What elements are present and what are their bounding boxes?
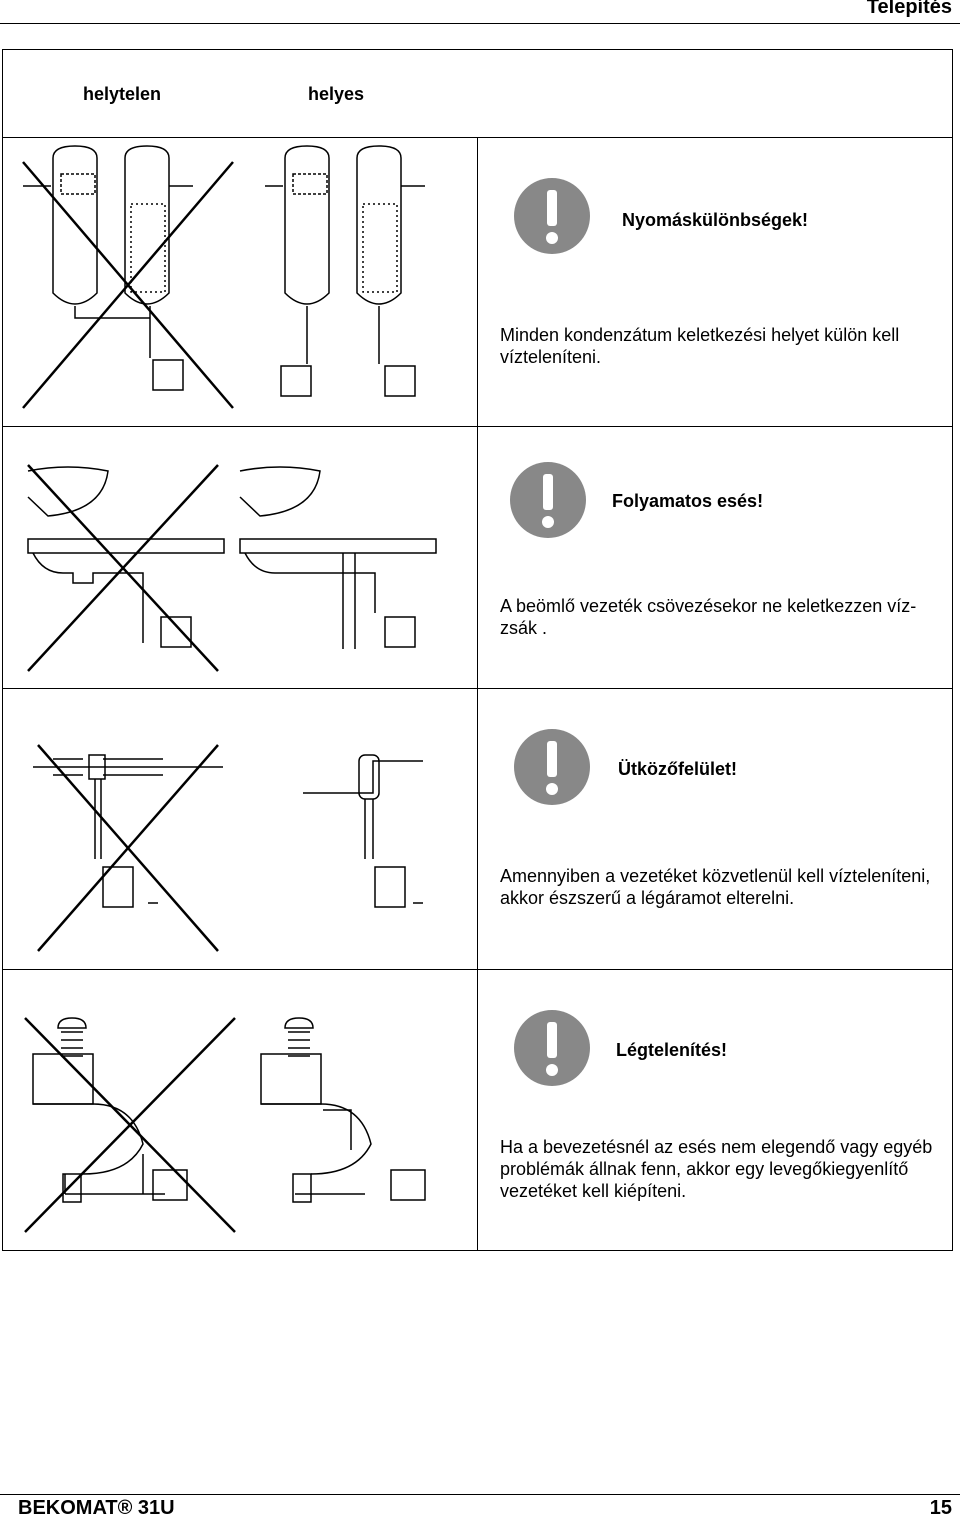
section-text: A beömlő vezeték csövezésekor ne keletke… xyxy=(500,596,917,638)
diagram-venting xyxy=(24,1017,426,1233)
wrong-cross-line xyxy=(37,744,219,952)
diagram-impact-surface xyxy=(33,744,423,952)
exclamation-warning-icon xyxy=(510,462,586,538)
column-label-wrong: helytelen xyxy=(83,84,162,104)
figure-continuous-slope xyxy=(2,426,478,689)
page-number: 15 xyxy=(929,1497,952,1519)
column-header-row: helytelen helyes xyxy=(2,49,953,138)
info-continuous-slope: Folyamatos esés! A beömlő vezeték csövez… xyxy=(477,426,953,689)
wrong-cross-line xyxy=(27,464,219,672)
figure-impact-surface xyxy=(2,688,478,970)
section-title: Folyamatos esés! xyxy=(612,491,764,511)
installation-table: helytelen helyes xyxy=(2,49,953,1251)
diagram-pressure-differences xyxy=(22,145,425,409)
info-venting: Légtelenítés! Ha a bevezetésnél az esés … xyxy=(477,969,953,1251)
info-pressure-differences: Nyomáskülönbségek! Minden kondenzátum ke… xyxy=(477,137,953,427)
wrong-cross-line xyxy=(24,1017,236,1233)
footer-divider xyxy=(0,1494,960,1495)
exclamation-warning-icon xyxy=(514,1010,590,1086)
header-title: Telepítés xyxy=(866,0,952,18)
section-title: Ütközőfelület! xyxy=(618,759,737,779)
section-text: Ha a bevezetésnél az esés nem elegendő v… xyxy=(500,1137,933,1201)
column-label-right: helyes xyxy=(308,84,365,104)
section-title: Nyomáskülönbségek! xyxy=(622,210,809,230)
diagram-continuous-slope xyxy=(27,464,437,672)
wrong-cross-line xyxy=(22,161,234,409)
info-impact-surface: Ütközőfelület! Amennyiben a vezetéket kö… xyxy=(477,688,953,970)
section-title: Légtelenítés! xyxy=(616,1040,728,1060)
exclamation-warning-icon xyxy=(514,729,590,805)
figure-pressure-differences xyxy=(2,137,478,427)
footer-product: BEKOMAT® 31U xyxy=(18,1497,175,1519)
section-text: Minden kondenzátum keletkezési helyet kü… xyxy=(500,325,900,367)
figure-venting xyxy=(2,969,478,1251)
exclamation-warning-icon xyxy=(514,178,590,254)
header-divider xyxy=(0,23,960,24)
section-text: Amennyiben a vezetéket közvetlenül kell … xyxy=(500,866,931,908)
